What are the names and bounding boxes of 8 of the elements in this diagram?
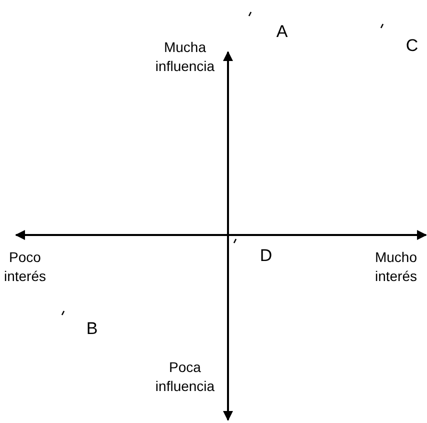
axis-label: Mucha influencia <box>154 38 216 76</box>
axis-label: Mucho interés <box>374 248 418 286</box>
point-label: B <box>85 319 99 338</box>
axis-label: Poco interés <box>2 248 48 286</box>
point-label: A <box>275 22 289 41</box>
axis-label: Poca influencia <box>154 358 216 396</box>
point-label: D <box>258 246 274 265</box>
point-label: C <box>404 36 420 55</box>
